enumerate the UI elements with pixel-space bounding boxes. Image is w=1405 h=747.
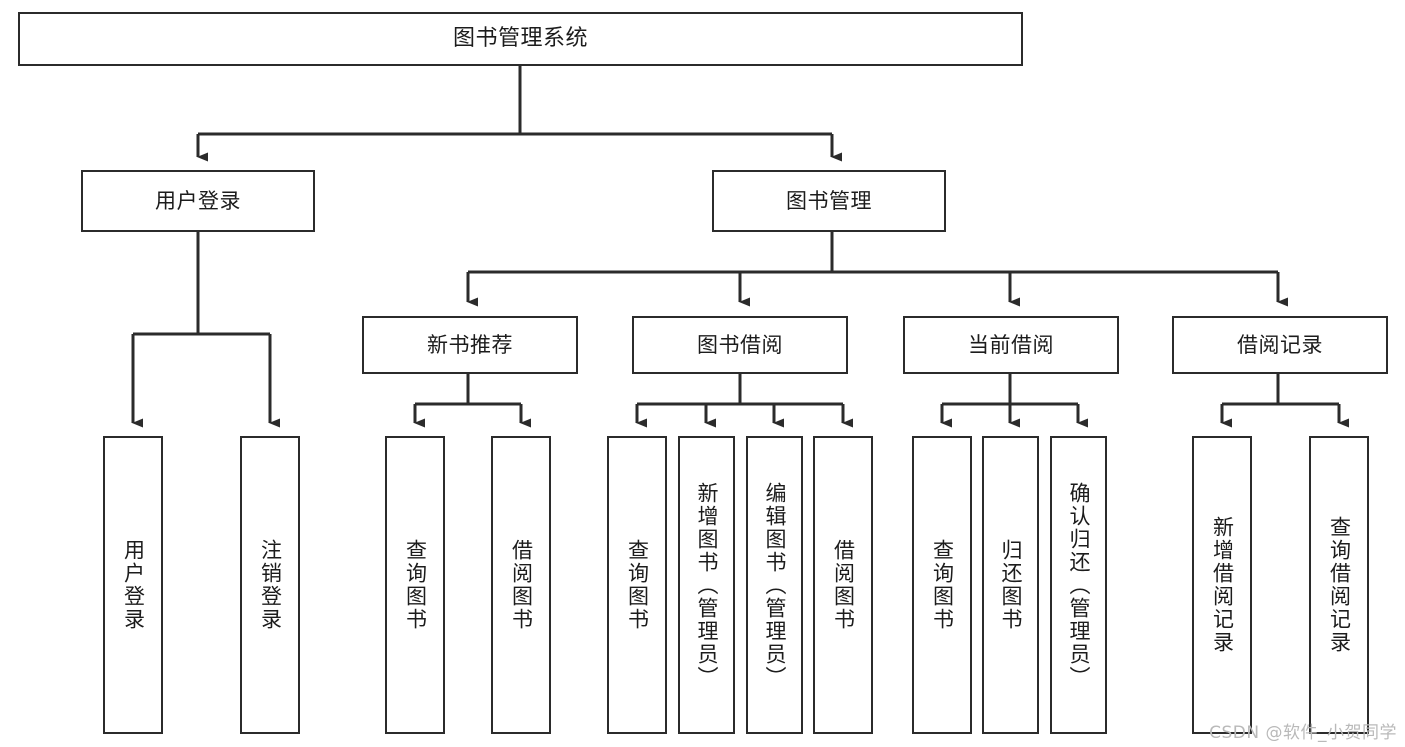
node-label: 图书管理系统	[452, 26, 588, 52]
node-new-book-recommendation[interactable]: 新书推荐	[362, 316, 578, 374]
node-leaf-borrow-books-recommend[interactable]: 借阅图书	[491, 436, 551, 734]
node-label: 查询图书	[930, 539, 955, 631]
node-label: 借阅图书	[509, 539, 534, 631]
node-label: 新增借阅记录	[1210, 516, 1235, 654]
node-leaf-borrow-books[interactable]: 借阅图书	[813, 436, 873, 734]
node-label: 图书管理	[786, 188, 872, 213]
node-current-borrowing[interactable]: 当前借阅	[903, 316, 1119, 374]
node-label: 用户登录	[121, 539, 146, 631]
node-label: 新书推荐	[427, 332, 513, 357]
node-label: 借阅记录	[1237, 332, 1323, 357]
node-leaf-confirm-return-admin[interactable]: 确认归还（管理员）	[1050, 436, 1107, 734]
node-label: 查询借阅记录	[1327, 516, 1352, 654]
node-leaf-logout[interactable]: 注销登录	[240, 436, 300, 734]
node-label: 新增图书（管理员）	[695, 481, 719, 689]
node-label: 确认归还（管理员）	[1067, 481, 1091, 689]
node-label: 查询图书	[403, 539, 428, 631]
node-label: 归还图书	[999, 539, 1023, 631]
node-label: 查询图书	[625, 539, 650, 631]
node-label: 编辑图书（管理员）	[763, 481, 787, 689]
node-book-borrowing[interactable]: 图书借阅	[632, 316, 848, 374]
node-leaf-add-book-admin[interactable]: 新增图书（管理员）	[678, 436, 735, 734]
node-leaf-query-books-recommend[interactable]: 查询图书	[385, 436, 445, 734]
node-root-book-management-system[interactable]: 图书管理系统	[18, 12, 1023, 66]
watermark-text: CSDN @软件_小贺同学	[1209, 723, 1397, 743]
node-leaf-query-borrow-record[interactable]: 查询借阅记录	[1309, 436, 1369, 734]
node-leaf-user-login[interactable]: 用户登录	[103, 436, 163, 734]
node-leaf-query-books-borrow[interactable]: 查询图书	[607, 436, 667, 734]
node-label: 借阅图书	[831, 539, 856, 631]
node-leaf-add-borrow-record[interactable]: 新增借阅记录	[1192, 436, 1252, 734]
node-book-management[interactable]: 图书管理	[712, 170, 946, 232]
node-leaf-query-books-current[interactable]: 查询图书	[912, 436, 972, 734]
node-label: 用户登录	[155, 188, 241, 213]
node-borrowing-records[interactable]: 借阅记录	[1172, 316, 1388, 374]
node-label: 注销登录	[258, 539, 283, 631]
node-leaf-edit-book-admin[interactable]: 编辑图书（管理员）	[746, 436, 803, 734]
node-leaf-return-books[interactable]: 归还图书	[982, 436, 1039, 734]
node-label: 当前借阅	[968, 332, 1054, 357]
node-label: 图书借阅	[697, 332, 783, 357]
node-user-login[interactable]: 用户登录	[81, 170, 315, 232]
